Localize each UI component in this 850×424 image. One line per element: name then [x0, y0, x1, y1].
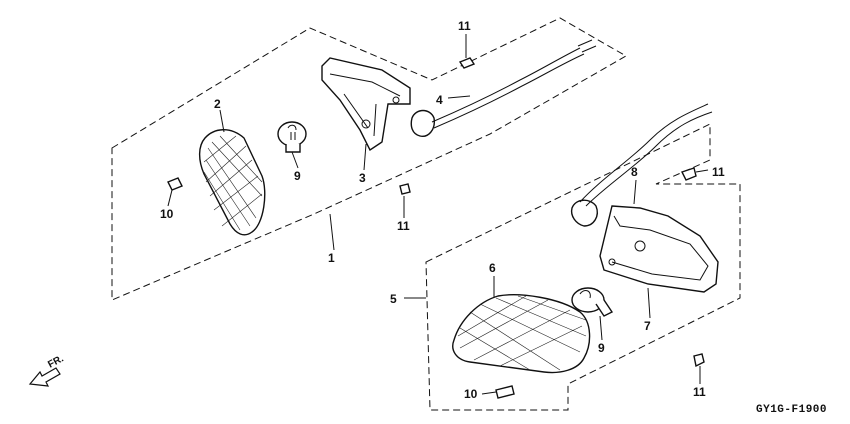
callout-11-middle: 11 — [397, 219, 410, 233]
callout-9-lower: 9 — [598, 341, 605, 355]
front-lens-part — [198, 129, 266, 236]
rear-assembly-outline — [425, 123, 741, 411]
leader-lines — [167, 34, 709, 395]
rear-housing-part — [599, 205, 719, 293]
front-direction-arrow-icon: FR. — [28, 353, 66, 387]
callout-11-top: 11 — [458, 19, 471, 33]
callout-5: 5 — [390, 292, 397, 306]
callout-10-upper: 10 — [160, 207, 174, 221]
callout-11-right: 11 — [712, 165, 725, 179]
callout-8: 8 — [631, 165, 638, 179]
direction-label: FR. — [46, 353, 66, 370]
callout-7: 7 — [644, 319, 651, 333]
rear-lens-part — [452, 294, 591, 374]
front-bracket-part — [321, 57, 411, 152]
callout-4: 4 — [436, 93, 443, 107]
callout-1: 1 — [328, 251, 335, 265]
screw-part — [167, 57, 705, 399]
callout-6: 6 — [489, 261, 496, 275]
front-wire-harness-part — [410, 39, 597, 137]
callout-9-upper: 9 — [294, 169, 301, 183]
rear-wire-harness-part — [570, 103, 713, 227]
diagram-code: GY1G-F1900 — [756, 404, 827, 416]
front-bulb-part — [277, 121, 307, 153]
callout-10-lower: 10 — [464, 387, 478, 401]
callout-11-bottom: 11 — [693, 385, 706, 399]
rear-bulb-part — [571, 287, 614, 317]
callout-3: 3 — [359, 171, 366, 185]
callout-2: 2 — [214, 97, 221, 111]
front-assembly-outline — [111, 17, 628, 301]
